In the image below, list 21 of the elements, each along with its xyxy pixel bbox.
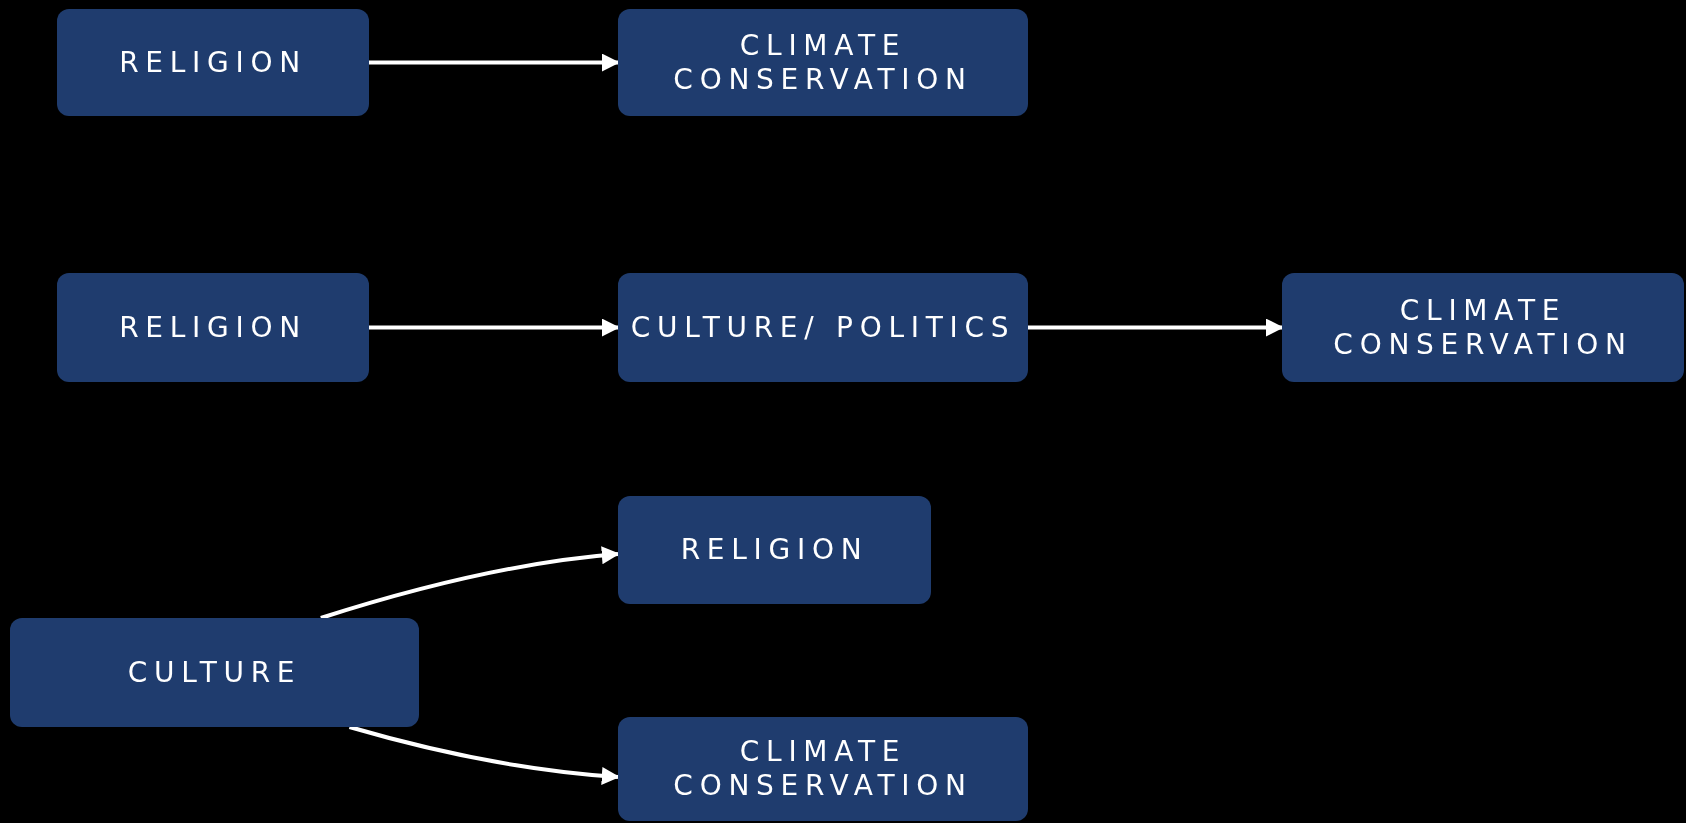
box-label: CLIMATE CONSERVATION [1332, 293, 1634, 362]
arrow [1028, 318, 1284, 337]
arrow [320, 546, 620, 620]
box-label: RELIGION [119, 310, 307, 345]
process-box [618, 496, 931, 604]
box-label: CULTURE [127, 655, 302, 690]
process-box [57, 9, 369, 116]
arrow [369, 53, 620, 72]
process-box [10, 618, 419, 727]
box-label: CULTURE/ POLITICS [630, 310, 1016, 345]
box-label: RELIGION [119, 45, 307, 80]
process-box [1282, 273, 1684, 382]
arrow [348, 725, 620, 785]
box-label: RELIGION [680, 533, 869, 567]
process-box [618, 717, 1028, 821]
box-label: CLIMATE CONSERVATION [672, 735, 974, 803]
process-box [618, 273, 1028, 382]
box-label: CLIMATE CONSERVATION [672, 28, 974, 97]
process-box [57, 273, 369, 382]
process-box [618, 9, 1028, 116]
arrow [369, 318, 620, 337]
